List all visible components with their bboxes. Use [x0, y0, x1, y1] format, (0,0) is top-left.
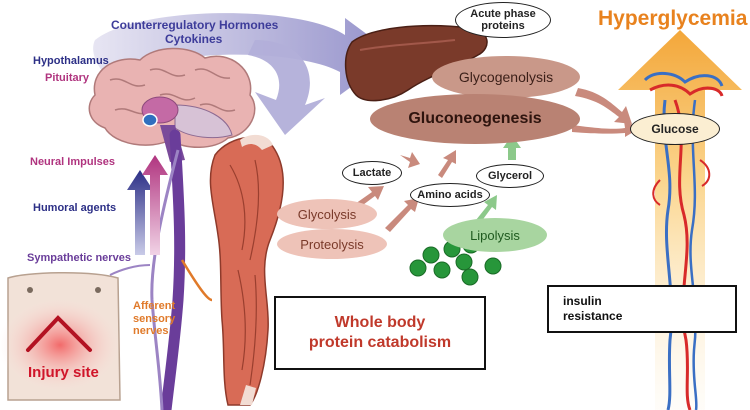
hormone-flow-arrow	[93, 13, 395, 135]
hormones-label: Counterregulatory Hormones	[111, 18, 279, 32]
pituitary-label: Pituitary	[45, 72, 90, 84]
lactate-label: Lactate	[352, 167, 392, 179]
lipolysis-ellipse: Lipolysis	[443, 218, 547, 252]
humoral-agents-label: Humoral agents	[33, 202, 117, 214]
amino-acids-pill: Amino acids	[410, 183, 490, 207]
acute-phase-proteins-pill: Acute phase proteins	[455, 2, 551, 38]
acute-phase-line-1: Acute phase	[470, 7, 536, 20]
brain-illustration	[88, 47, 256, 162]
glucose-label: Glucose	[651, 122, 699, 136]
catabolism-line-2: protein catabolism	[308, 334, 452, 351]
acute-phase-line-2: proteins	[481, 20, 525, 32]
injury-site-label: Injury site	[28, 364, 99, 381]
afferent-line-3: nerves	[133, 325, 169, 338]
glycogenolysis-label: Glycogenolysis	[458, 69, 554, 85]
hyperglycemia-title: Hyperglycemia	[598, 7, 748, 30]
proteolysis-ellipse: Proteolysis	[277, 229, 387, 259]
cytokines-label: Cytokines	[165, 32, 223, 46]
glycerol-label: Glycerol	[487, 170, 533, 182]
proteolysis-label: Proteolysis	[300, 236, 364, 252]
lactate-pill: Lactate	[342, 161, 402, 185]
gluconeogenesis-label: Gluconeogenesis	[408, 110, 542, 127]
afferent-line-2: sensory	[133, 312, 176, 325]
hypothalamus-label: Hypothalamus	[33, 55, 109, 67]
signal-arrows	[127, 155, 168, 255]
amino-acids-label: Amino acids	[417, 189, 483, 201]
sympathetic-nerves-label: Sympathetic nerves	[27, 252, 131, 264]
glycogenolysis-ellipse: Glycogenolysis	[432, 56, 580, 98]
insulin-line-1: insulin	[563, 294, 602, 308]
glycolysis-ellipse: Glycolysis	[277, 199, 377, 229]
spinal-cord	[109, 129, 213, 410]
muscle-arm	[209, 134, 284, 406]
injury-torso	[0, 271, 122, 401]
glycolysis-label: Glycolysis	[297, 206, 357, 222]
protein-catabolism-box: Whole body protein catabolism	[274, 296, 486, 370]
neural-impulses-label: Neural Impulses	[30, 156, 115, 168]
afferent-nerves-label: Afferent sensory nerves	[133, 300, 175, 338]
insulin-line-2: resistance	[563, 309, 623, 323]
hyperglycemia-arrow	[618, 30, 742, 410]
lipolysis-label: Lipolysis	[470, 227, 520, 243]
glucose-pill: Glucose	[630, 113, 720, 145]
gluconeogenesis-ellipse: Gluconeogenesis	[370, 94, 580, 144]
insulin-resistance-box: insulin resistance	[547, 285, 737, 333]
catabolism-line-1: Whole body	[334, 314, 426, 331]
afferent-line-1: Afferent	[133, 300, 176, 312]
glycerol-pill: Glycerol	[476, 164, 544, 188]
